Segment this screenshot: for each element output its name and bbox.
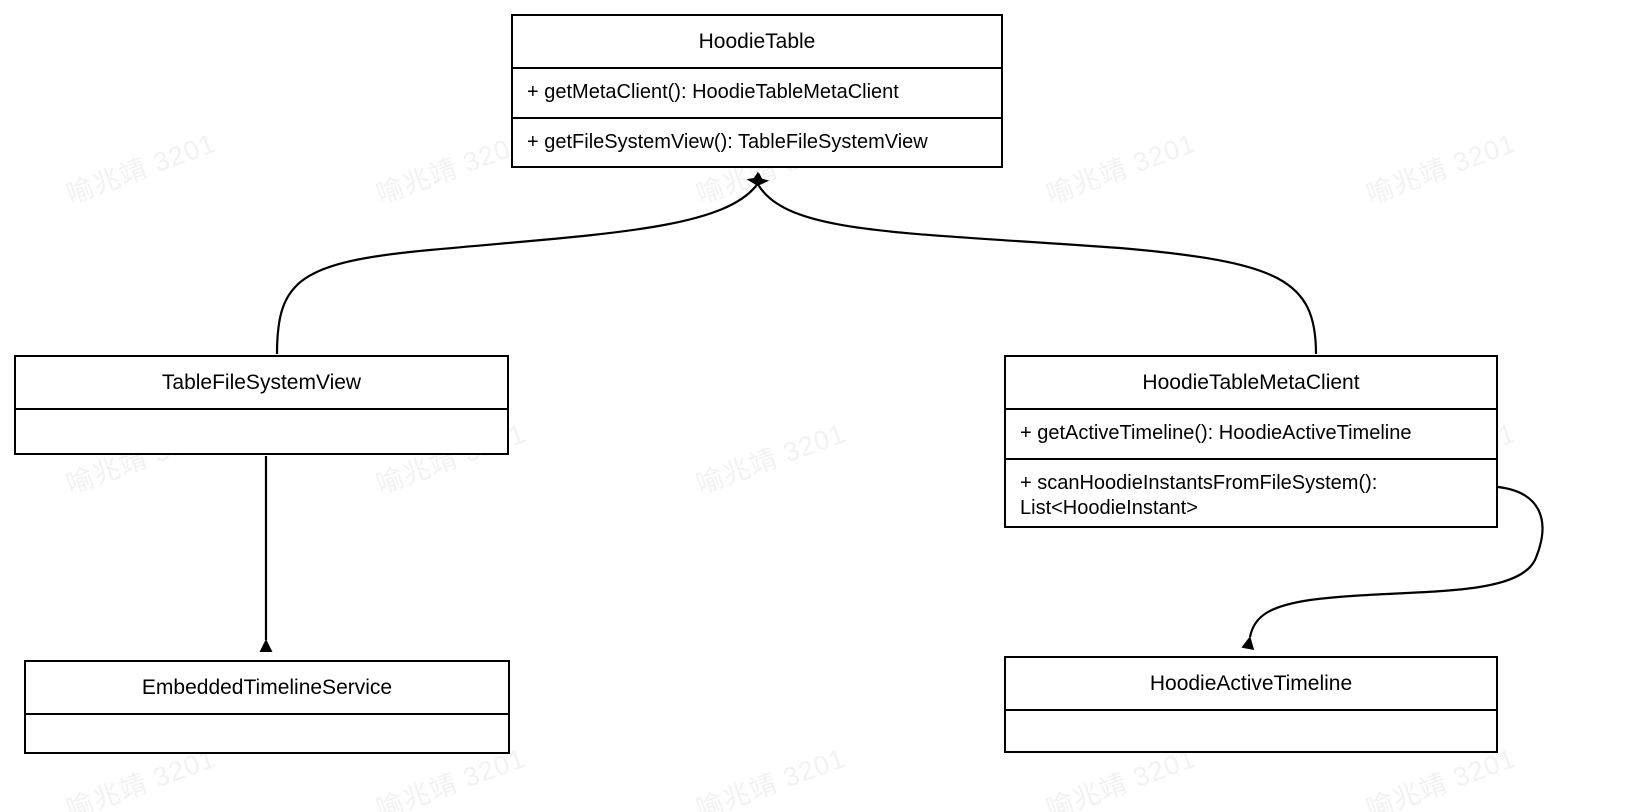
watermark-text: 喻兆靖 3201: [692, 418, 850, 500]
uml-class-name: HoodieActiveTimeline: [1149, 672, 1353, 695]
uml-class-name: HoodieTable: [698, 30, 816, 53]
edge-hoodietablemetaclient-to-hoodietable: [746, 171, 1318, 355]
uml-class-name: TableFileSystemView: [161, 371, 362, 394]
uml-member: + scanHoodieInstantsFromFileSystem(): Li…: [1006, 457, 1496, 533]
uml-compartment-empty: [1006, 709, 1496, 751]
uml-member: + getActiveTimeline(): HoodieActiveTimel…: [1006, 408, 1496, 458]
edge-tablefilesystemview-to-hoodietable: [275, 172, 770, 355]
watermark-text: 喻兆靖 3201: [372, 128, 530, 210]
uml-member: + getFileSystemView(): TableFileSystemVi…: [513, 116, 1001, 167]
uml-compartment-empty: [26, 713, 508, 755]
watermark-text: 喻兆靖 3201: [692, 743, 850, 812]
uml-class-hoodie-table-meta-client[interactable]: HoodieTableMetaClient + getActiveTimeline…: [1004, 355, 1498, 528]
uml-class-name: HoodieTableMetaClient: [1142, 371, 1360, 394]
uml-class-name: EmbeddedTimelineService: [141, 676, 393, 699]
uml-class-table-file-system-view[interactable]: TableFileSystemView: [14, 355, 509, 455]
watermark-text: 喻兆靖 3201: [1362, 128, 1520, 210]
uml-class-hoodie-active-timeline[interactable]: HoodieActiveTimeline: [1004, 656, 1498, 753]
uml-class-embedded-timeline-service[interactable]: EmbeddedTimelineService: [24, 660, 510, 754]
uml-member: + getMetaClient(): HoodieTableMetaClient: [513, 67, 1001, 117]
uml-compartment-empty: [16, 408, 507, 450]
watermark-text: 喻兆靖 3201: [62, 128, 220, 210]
uml-class-hoodie-table[interactable]: HoodieTable + getMetaClient(): HoodieTabl…: [511, 14, 1003, 168]
watermark-text: 喻兆靖 3201: [1042, 128, 1200, 210]
